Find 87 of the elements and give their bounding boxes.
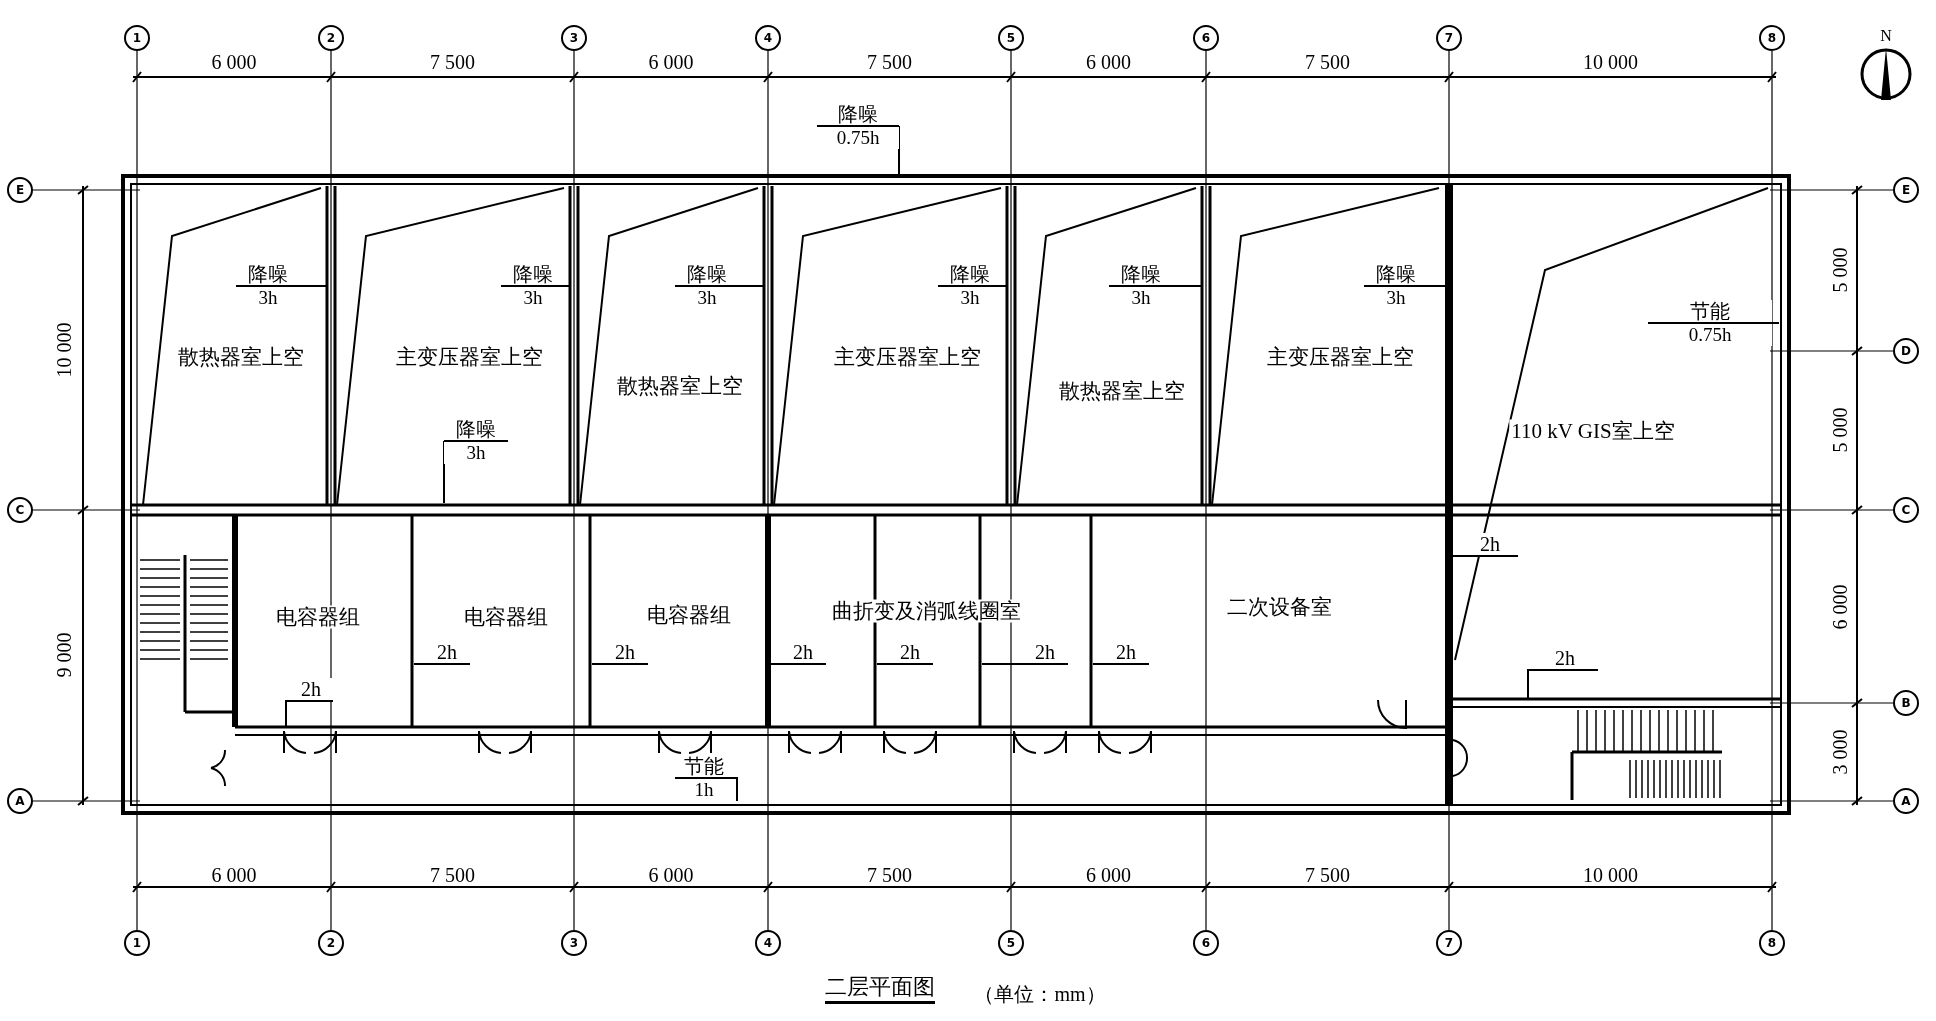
leader-line — [770, 663, 781, 665]
leader-line — [1452, 555, 1463, 557]
dimension-label: 10 000 — [1583, 865, 1638, 885]
axis-marker: D — [1893, 338, 1919, 364]
dimension-label: 7 500 — [867, 52, 912, 72]
leader-line — [876, 663, 888, 665]
axis-marker: E — [1893, 177, 1919, 203]
room-label: 主变压器室上空 — [1264, 345, 1416, 369]
leader-line — [981, 663, 1023, 665]
axis-marker: C — [7, 497, 33, 523]
dimension-label: 10 000 — [54, 322, 74, 378]
axis-marker: 3 — [561, 930, 587, 956]
drawing-title: 二层平面图 — [825, 976, 935, 1004]
dimension-label: 6 000 — [1830, 584, 1850, 630]
axis-marker: 6 — [1193, 25, 1219, 51]
leader-line — [299, 285, 328, 287]
room-label: 散热器室上空 — [1057, 379, 1187, 403]
dimension-label: 7 500 — [867, 865, 912, 885]
axis-marker: B — [1893, 690, 1919, 716]
annotation-label: 降噪 — [444, 418, 508, 442]
axis-marker: 4 — [755, 930, 781, 956]
room-label: 散热器室上空 — [176, 345, 306, 369]
axis-marker: 3 — [561, 25, 587, 51]
room-label: 散热器室上空 — [615, 374, 745, 398]
annotation-label: 降噪 — [1364, 263, 1428, 287]
axis-marker: A — [7, 788, 33, 814]
leader-line — [1527, 669, 1533, 700]
dimension-label: 6 000 — [1086, 865, 1131, 885]
annotation-label: 降噪 — [501, 263, 565, 287]
dimension-label: 6 000 — [1086, 52, 1131, 72]
annotation-label: 节能 — [675, 755, 733, 779]
leader-line — [413, 663, 425, 665]
annotation-label: 节能 — [1648, 300, 1772, 324]
dimension-label: 10 000 — [1583, 52, 1638, 72]
dimension-label: 5 000 — [1830, 247, 1850, 293]
room-label: 电容器组 — [645, 603, 733, 627]
annotation-label: 降噪 — [675, 263, 739, 287]
dimension-label: 3 000 — [1830, 729, 1850, 775]
leader-line — [1427, 285, 1446, 287]
annotation-label: 降噪 — [236, 263, 300, 287]
room-label: 电容器组 — [462, 605, 550, 629]
leader-line — [591, 663, 603, 665]
leader-line — [738, 285, 765, 287]
room-label: 主变压器室上空 — [393, 345, 545, 369]
dimension-label: 7 500 — [1305, 865, 1350, 885]
dimension-label: 7 500 — [430, 52, 475, 72]
axis-marker: 2 — [318, 25, 344, 51]
annotation-label: 降噪 — [1109, 263, 1173, 287]
north-label: N — [1880, 28, 1892, 44]
leader-line — [1001, 285, 1008, 287]
dimension-label: 7 500 — [430, 865, 475, 885]
axis-marker: 4 — [755, 25, 781, 51]
leader-line — [1092, 663, 1104, 665]
leader-line — [1771, 322, 1780, 324]
room-label: 主变压器室上空 — [831, 345, 983, 369]
axis-marker: E — [7, 177, 33, 203]
axis-marker: 5 — [998, 25, 1024, 51]
unit-note: （单位：mm） — [974, 984, 1106, 1004]
annotation-label: 降噪 — [817, 103, 899, 127]
axis-marker: 1 — [124, 25, 150, 51]
room-label: 二次设备室 — [1224, 595, 1334, 619]
annotation-label: 降噪 — [938, 263, 1002, 287]
room-label: 电容器组 — [274, 605, 362, 629]
axis-marker: 6 — [1193, 930, 1219, 956]
dimension-label: 6 000 — [211, 52, 257, 72]
dimension-label: 6 000 — [211, 865, 257, 885]
axis-marker: 7 — [1436, 930, 1462, 956]
dimension-label: 5 000 — [1830, 407, 1850, 453]
axis-marker: 8 — [1759, 930, 1785, 956]
room-label: 110 kV GIS室上空 — [1509, 419, 1677, 443]
leader-line — [285, 700, 290, 727]
axis-marker: 8 — [1759, 25, 1785, 51]
annotation-label: 2h — [1462, 533, 1518, 557]
dimension-label: 9 000 — [54, 632, 74, 678]
axis-marker: 2 — [318, 930, 344, 956]
leader-line — [732, 777, 738, 802]
axis-marker: 7 — [1436, 25, 1462, 51]
axis-marker: A — [1893, 788, 1919, 814]
dimension-label: 6 000 — [648, 52, 694, 72]
axis-marker: 1 — [124, 930, 150, 956]
axis-marker: 5 — [998, 930, 1024, 956]
leader-line — [564, 285, 571, 287]
dimension-label: 6 000 — [648, 865, 694, 885]
leader-line — [1172, 285, 1203, 287]
axis-marker: C — [1893, 497, 1919, 523]
dimension-label: 7 500 — [1305, 52, 1350, 72]
annotation-label: 2h — [289, 678, 333, 702]
